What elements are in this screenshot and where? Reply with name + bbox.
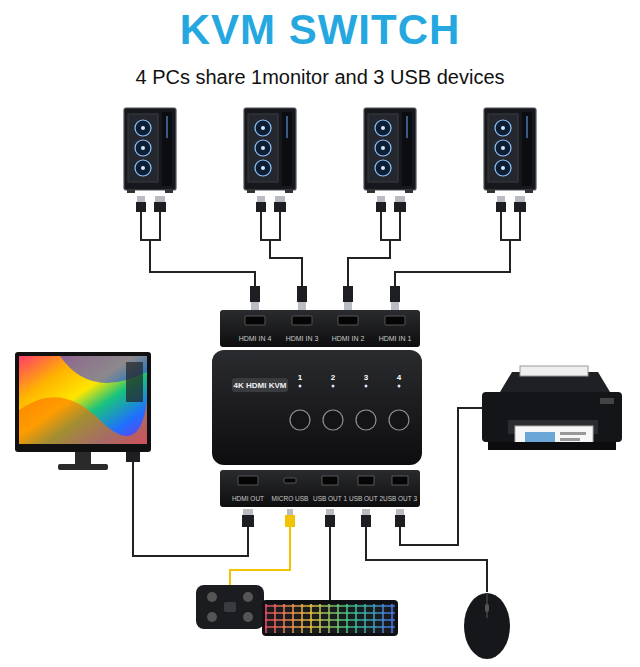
port-label: HDMI IN 1 (379, 335, 412, 342)
port-label: HDMI IN 4 (239, 335, 272, 342)
kvm-body: 4K HDMI KVM 1 2 3 4 (212, 350, 422, 465)
button-number: 3 (364, 373, 368, 382)
button-number: 1 (298, 373, 302, 382)
output-panel: HDMI OUT MICRO USB USB OUT 1USB OUT 2USB O… (220, 470, 420, 507)
port-label: HDMI IN 3 (286, 335, 319, 342)
port-label: USB OUT 3 (383, 495, 417, 502)
port-label: HDMI OUT (232, 495, 264, 502)
input-panel: HDMI IN 4 HDMI IN 3 HDMI IN 2 HDMI IN 1 (220, 310, 420, 347)
button-number: 4 (397, 373, 401, 382)
port-label: USB OUT 2 (349, 495, 383, 502)
button-number: 2 (331, 373, 335, 382)
subtitle: 4 PCs share 1monitor and 3 USB devices (0, 66, 640, 89)
port-label: MICRO USB (272, 495, 309, 502)
device-label: 4K HDMI KVM (234, 381, 287, 390)
title: KVM SWITCH (0, 6, 640, 54)
port-label: USB OUT 1 (313, 495, 347, 502)
port-label: HDMI IN 2 (332, 335, 365, 342)
